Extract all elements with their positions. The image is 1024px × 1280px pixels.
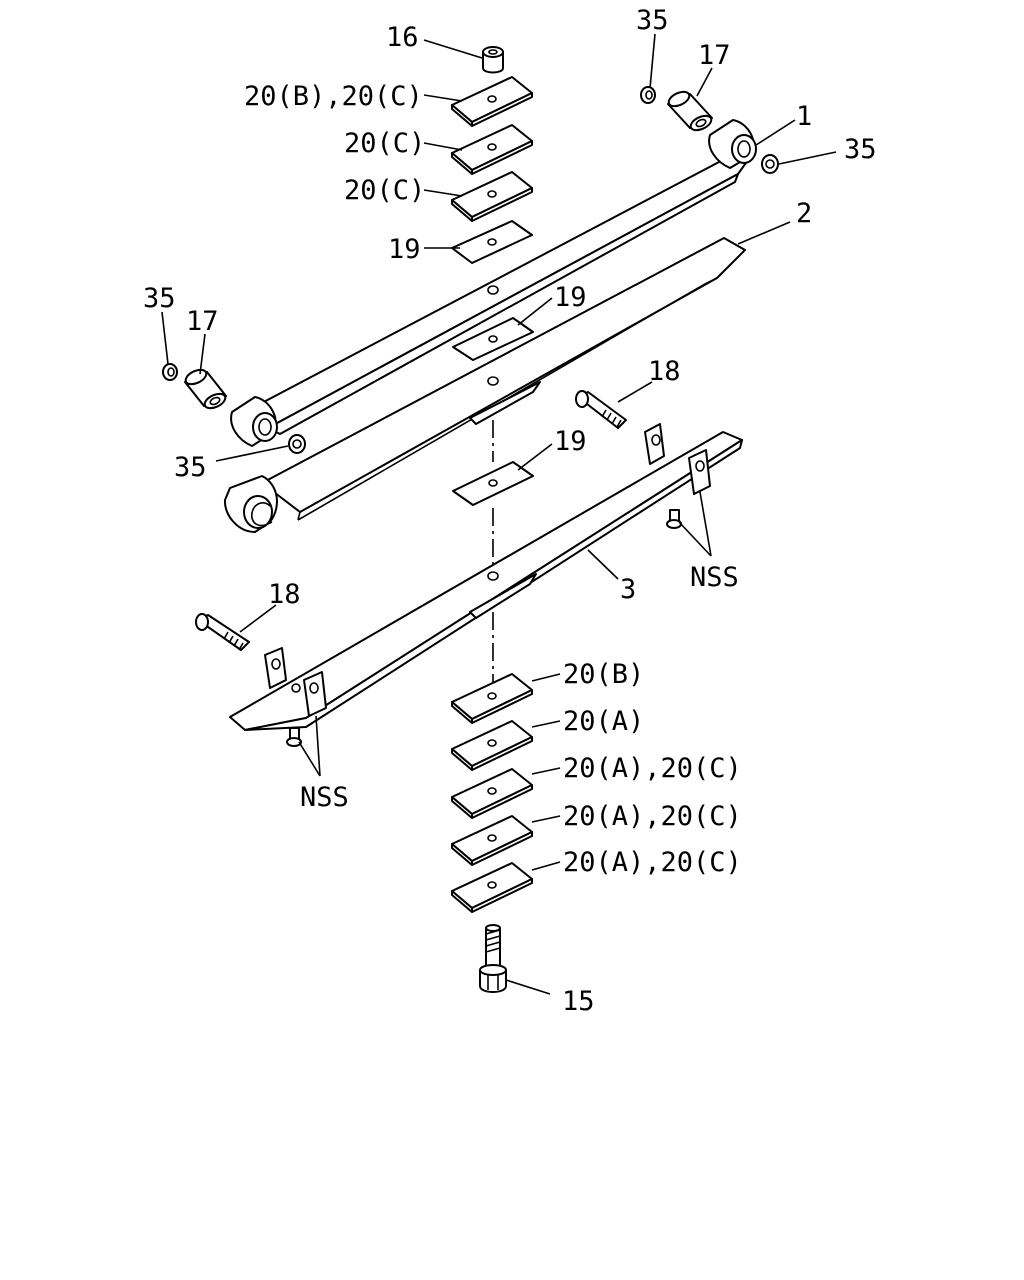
callout-19-mid: 19 [554, 282, 587, 313]
nut-35-right [761, 154, 779, 174]
callout-20ac-3: 20(A),20(C) [563, 847, 742, 878]
nss-bolt-right [666, 509, 682, 529]
shim-20ac-3 [451, 862, 533, 913]
leaf-spring-2 [223, 237, 746, 533]
shim-19-mid [452, 317, 534, 361]
callout-15: 15 [562, 986, 595, 1017]
shim-19-top [451, 220, 533, 264]
callout-20c-2: 20(C) [344, 175, 425, 206]
leaf-spring-3 [229, 423, 743, 731]
centre-bolt-15 [479, 924, 507, 993]
bolt-18-right [575, 390, 627, 429]
bolt-18-left [195, 613, 250, 651]
callout-nss-right: NSS [690, 562, 739, 593]
bushing-17-left [184, 368, 227, 410]
callout-35-lower: 35 [174, 452, 207, 483]
callout-17-top: 17 [698, 40, 731, 71]
callout-2: 2 [796, 198, 812, 229]
nut-16 [482, 46, 504, 74]
shim-20bc-top [451, 76, 533, 127]
shim-20ac-2 [451, 815, 533, 866]
callout-35-left: 35 [143, 283, 176, 314]
callout-labels: 16 35 17 20(B),20(C) 20(C) 20(C) 19 1 35… [143, 5, 877, 1017]
shim-20ac-1 [451, 768, 533, 819]
callout-20bc-top: 20(B),20(C) [244, 81, 423, 112]
callout-nss-left: NSS [300, 782, 349, 813]
callout-18-right: 18 [648, 356, 681, 387]
shim-19-low [452, 461, 534, 506]
callout-17-left: 17 [186, 306, 219, 337]
callout-20b: 20(B) [563, 659, 644, 690]
callout-20a: 20(A) [563, 706, 644, 737]
callout-1: 1 [796, 101, 812, 132]
shim-20a [451, 720, 533, 771]
callout-20ac-1: 20(A),20(C) [563, 753, 742, 784]
nut-35-top [640, 86, 656, 104]
shim-20c-1 [451, 124, 533, 175]
callout-35-right: 35 [844, 134, 877, 165]
shim-20c-2 [451, 171, 533, 222]
shim-20b-bottom [451, 673, 533, 724]
nss-bolt-left [286, 727, 302, 747]
nut-35-lower [288, 434, 306, 454]
callout-35-top: 35 [636, 5, 669, 36]
leader-lines [161, 33, 837, 995]
callout-16: 16 [386, 22, 419, 53]
nut-35-left [162, 363, 178, 381]
bushing-17-top [667, 90, 713, 132]
callout-19-low: 19 [554, 426, 587, 457]
callout-3: 3 [620, 574, 636, 605]
callout-20ac-2: 20(A),20(C) [563, 801, 742, 832]
leaf-spring-1 [230, 119, 757, 447]
callout-20c-1: 20(C) [344, 128, 425, 159]
callout-18-left: 18 [268, 579, 301, 610]
callout-19-top: 19 [388, 234, 421, 265]
